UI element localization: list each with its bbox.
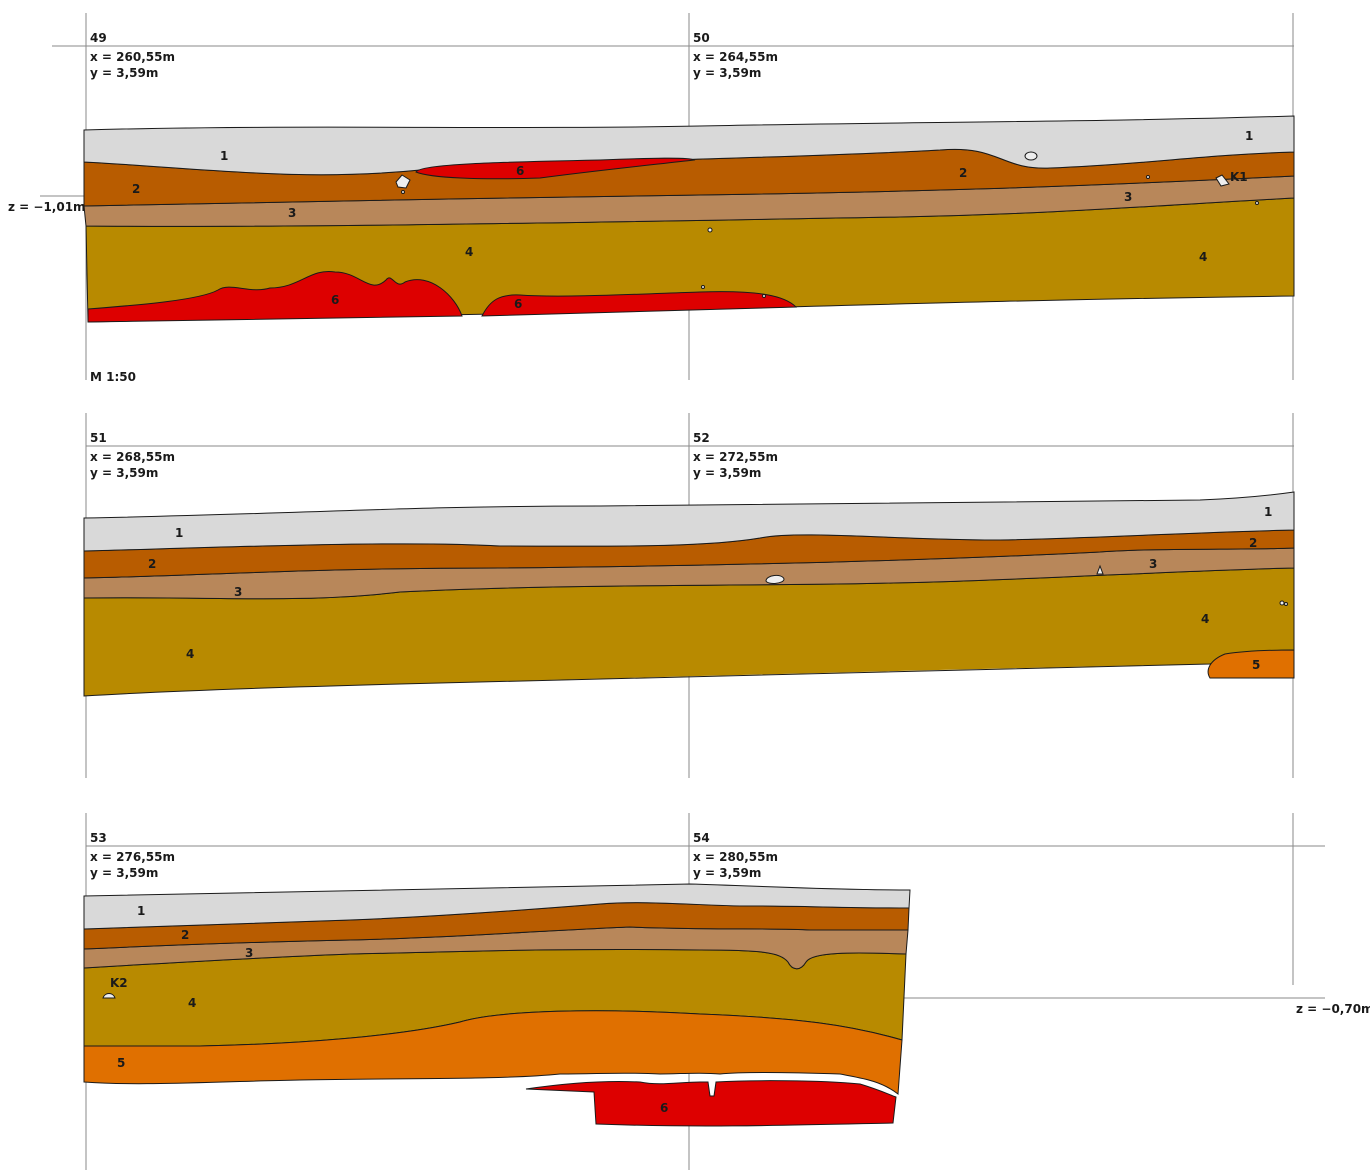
grid-point-id: 54	[693, 831, 710, 845]
layer-1	[83, 491, 1295, 552]
layer-label: K1	[1230, 170, 1248, 184]
grid-point-y: y = 3,59m	[693, 66, 761, 80]
stone	[1024, 151, 1038, 161]
stone	[762, 294, 766, 298]
grid-point-x: x = 280,55m	[693, 850, 778, 864]
layer-label: 3	[1124, 190, 1132, 204]
layer-label: K2	[110, 976, 128, 990]
layer-5	[83, 1010, 903, 1095]
grid-point-y: y = 3,59m	[90, 66, 158, 80]
grid-point-id: 52	[693, 431, 710, 445]
grid-point-y: y = 3,59m	[693, 866, 761, 880]
stone	[1146, 175, 1150, 179]
layer-label: 6	[331, 293, 339, 307]
layer-5	[1207, 649, 1295, 679]
grid-point-x: x = 276,55m	[90, 850, 175, 864]
stone	[1284, 602, 1288, 606]
stone	[707, 227, 713, 233]
grid-point-id: 51	[90, 431, 107, 445]
stone	[1096, 564, 1104, 575]
layer-label: 4	[1199, 250, 1207, 264]
stone	[395, 174, 411, 189]
stone	[1215, 174, 1230, 187]
stone	[701, 285, 705, 289]
layer-label: 2	[1249, 536, 1257, 550]
grid-point-x: x = 272,55m	[693, 450, 778, 464]
layer-6-feature-b	[481, 291, 798, 317]
grid-point-y: y = 3,59m	[693, 466, 761, 480]
layer-label: 2	[132, 182, 140, 196]
layer-6	[525, 1080, 897, 1127]
grid-point-y: y = 3,59m	[90, 866, 158, 880]
grid-point-id: 49	[90, 31, 107, 45]
stone	[401, 190, 405, 194]
layer-label: 4	[1201, 612, 1209, 626]
layer-label: 4	[465, 245, 473, 259]
grid-point-x: x = 268,55m	[90, 450, 175, 464]
layer-label: 2	[181, 928, 189, 942]
grid-point-x: x = 264,55m	[693, 50, 778, 64]
layer-label: 6	[514, 297, 522, 311]
profile-panel-1: 49 x = 260,55m y = 3,59m 50 x = 264,55m …	[8, 13, 1295, 384]
layer-6-lens	[415, 157, 696, 180]
scale-label: M 1:50	[90, 370, 136, 384]
z-label: z = −0,70m	[1296, 1002, 1370, 1016]
layer-label: 3	[234, 585, 242, 599]
layer-label: 1	[175, 526, 183, 540]
layer-label: 2	[148, 557, 156, 571]
layer-label: 3	[288, 206, 296, 220]
stone	[1279, 600, 1285, 606]
grid-point-y: y = 3,59m	[90, 466, 158, 480]
layer-label: 4	[186, 647, 194, 661]
layer-6-feature-a	[87, 270, 463, 323]
layer-1	[83, 883, 911, 930]
layer-label: 3	[1149, 557, 1157, 571]
layer-label: 1	[1245, 129, 1253, 143]
grid-point-id: 53	[90, 831, 107, 845]
layer-label: 2	[959, 166, 967, 180]
layer-label: 5	[1252, 658, 1260, 672]
layer-label: 6	[516, 164, 524, 178]
layer-label: 3	[245, 946, 253, 960]
z-label: z = −1,01m	[8, 200, 86, 214]
stone	[1255, 201, 1259, 205]
grid-point-id: 50	[693, 31, 710, 45]
layer-label: 1	[137, 904, 145, 918]
stone	[102, 993, 116, 999]
layer-label: 4	[188, 996, 196, 1010]
layer-label: 1	[220, 149, 228, 163]
layer-label: 5	[117, 1056, 125, 1070]
layer-label: 1	[1264, 505, 1272, 519]
layer-label: 6	[660, 1101, 668, 1115]
stone	[765, 574, 785, 584]
profile-panel-3: 53 x = 276,55m y = 3,59m 54 x = 280,55m …	[83, 813, 1370, 1170]
profile-panel-2: 51 x = 268,55m y = 3,59m 52 x = 272,55m …	[83, 413, 1295, 778]
grid-point-x: x = 260,55m	[90, 50, 175, 64]
